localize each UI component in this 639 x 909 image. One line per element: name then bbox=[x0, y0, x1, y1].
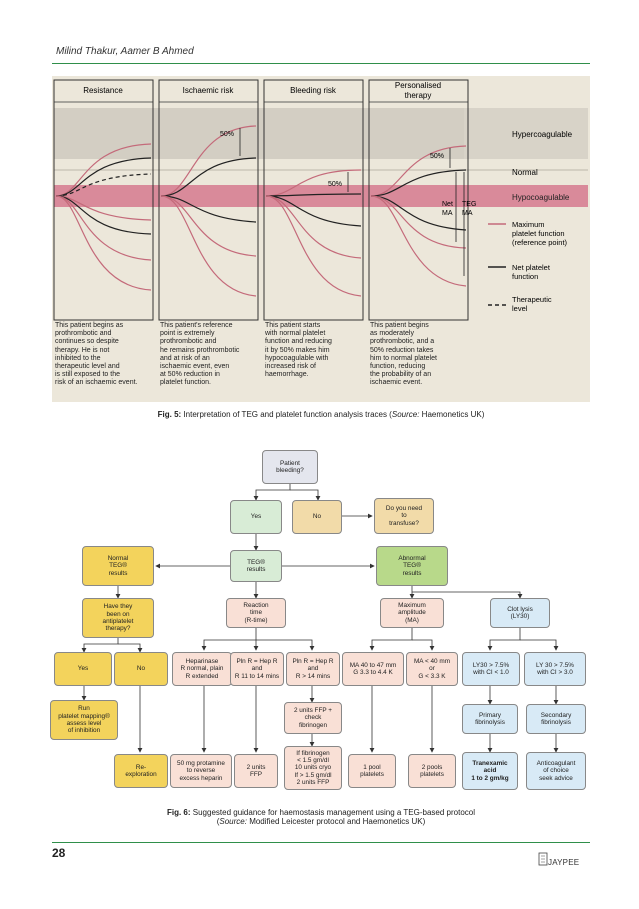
node-patient-bleeding: Patient bleeding? bbox=[262, 450, 318, 484]
footer-rule bbox=[52, 842, 590, 843]
node-ly30-ci-low: LY30 > 7.5% with CI < 1.0 bbox=[462, 652, 520, 686]
legend-net-2: function bbox=[512, 272, 538, 281]
panel-title-bleeding: Bleeding risk bbox=[290, 86, 337, 95]
figure-5: Resistance Ischaemic risk Bleeding risk … bbox=[52, 76, 590, 402]
node-ma-40-47: MA 40 to 47 mm G 3.3 to 4.4 K bbox=[342, 652, 404, 686]
node-normal-teg: Normal TEG® results bbox=[82, 546, 154, 586]
pct-label-ischaemic: 50% bbox=[220, 131, 234, 138]
node-pln-r-11-14: Pln R = Hep R and R 11 to 14 mins bbox=[230, 652, 284, 686]
fig5-caption: Fig. 5: Interpretation of TEG and platel… bbox=[52, 410, 590, 419]
node-max-amplitude: Maximum amplitude (MA) bbox=[380, 598, 444, 628]
fig6-caption-text: Suggested guidance for haemostasis manag… bbox=[192, 808, 476, 817]
fig6-caption-label: Fig. 6: bbox=[166, 808, 191, 817]
node-yes-antiplatelet: Yes bbox=[54, 652, 112, 686]
fig5-caption-text: Interpretation of TEG and platelet funct… bbox=[183, 410, 392, 419]
node-platelet-mapping: Run platelet mapping® assess level of in… bbox=[50, 700, 118, 740]
panel-title-personalised-1: Personalised bbox=[395, 81, 441, 90]
zone-hyper-label: Hypercoagulable bbox=[512, 130, 573, 139]
net-ma-label-2: MA bbox=[442, 210, 453, 217]
publisher-logo-icon bbox=[538, 852, 548, 866]
node-ma-under-40: MA < 40 mm or G < 3.3 K bbox=[406, 652, 458, 686]
node-abnormal-teg: Abnormal TEG® results bbox=[376, 546, 448, 586]
teg-ma-label: TEG bbox=[462, 201, 476, 208]
node-protamine: 50 mg protamine to reverse excess hepari… bbox=[170, 754, 232, 788]
node-antiplatelet: Have they been on antiplatelet therapy? bbox=[82, 598, 154, 638]
node-heparinase: Heparinase R normal, plain R extended bbox=[172, 652, 232, 686]
legend-ther-1: Therapeutic bbox=[512, 295, 552, 304]
running-head-authors: Milind Thakur, Aamer B Ahmed bbox=[56, 46, 194, 57]
node-transfuse: Do you need to transfuse? bbox=[374, 498, 434, 534]
panel-title-personalised-2: therapy bbox=[405, 91, 432, 100]
node-ffp-check-fibrinogen: 2 units FFP + check fibrinogen bbox=[284, 702, 342, 734]
node-anticoagulant: Anticoagulant of choice seek advice bbox=[526, 752, 586, 790]
fig6-caption-source: Modified Leicester protocol and Haemonet… bbox=[249, 817, 426, 826]
description-personalised: This patient begins as moderately prothr… bbox=[370, 322, 437, 387]
hyper-band-legend bbox=[464, 108, 588, 159]
header-rule bbox=[52, 63, 590, 64]
node-re-exploration: Re- exploration bbox=[114, 754, 168, 788]
legend-net-1: Net platelet bbox=[512, 263, 551, 272]
teg-ma-label-2: MA bbox=[462, 210, 473, 217]
fig5-caption-label: Fig. 5: bbox=[157, 410, 182, 419]
legend-ther-2: level bbox=[512, 304, 528, 313]
node-tranexamic-acid: Tranexamic acid 1 to 2 gm/kg bbox=[462, 752, 518, 790]
node-primary-fibrinolysis: Primary fibrinolysis bbox=[462, 704, 518, 734]
fig5-caption-source: Haemonetics UK) bbox=[421, 410, 485, 419]
node-reaction-time: Reaction time (R-time) bbox=[226, 598, 286, 628]
fig6-caption-source-label: Source: bbox=[219, 817, 247, 826]
legend-max-1: Maximum bbox=[512, 220, 545, 229]
node-no-antiplatelet: No bbox=[114, 652, 168, 686]
node-yes: Yes bbox=[230, 500, 282, 534]
legend-max-3: (reference point) bbox=[512, 238, 568, 247]
hyper-band bbox=[54, 108, 464, 159]
fig6-caption-paren: ( bbox=[216, 817, 220, 826]
pct-label-personalised: 50% bbox=[430, 153, 444, 160]
pct-label-bleeding: 50% bbox=[328, 181, 342, 188]
description-ischaemic: This patient's reference point is extrem… bbox=[160, 322, 240, 387]
node-pln-r-14: Pln R = Hep R and R > 14 mins bbox=[286, 652, 340, 686]
zone-hypo-label: Hypocoagulable bbox=[512, 193, 570, 202]
node-teg-results: TEG® results bbox=[230, 550, 282, 582]
node-1-pool-platelets: 1 pool platelets bbox=[348, 754, 396, 788]
node-ly30-ci-high: LY 30 > 7.5% with CI > 3.0 bbox=[524, 652, 586, 686]
node-secondary-fibrinolysis: Secondary fibrinolysis bbox=[526, 704, 586, 734]
panel-title-resistance: Resistance bbox=[83, 86, 123, 95]
node-ffp-2-units: 2 units FFP bbox=[234, 754, 278, 788]
net-ma-label: Net bbox=[442, 201, 453, 208]
node-clot-lysis: Clot lysis (LY30) bbox=[490, 598, 550, 628]
panel-title-ischaemic: Ischaemic risk bbox=[183, 86, 235, 95]
page-number: 28 bbox=[52, 846, 66, 860]
node-fibrinogen-dosing: If fibrinogen < 1.5 gm/dl 10 units cryo … bbox=[284, 746, 342, 790]
publisher-name: JAYPEE bbox=[548, 858, 580, 867]
fig5-diagram: Resistance Ischaemic risk Bleeding risk … bbox=[53, 79, 588, 321]
zone-normal-label: Normal bbox=[512, 168, 538, 177]
legend-max-2: platelet function bbox=[512, 229, 565, 238]
hypo-band bbox=[54, 185, 588, 207]
fig6-caption: Fig. 6: Suggested guidance for haemostas… bbox=[52, 808, 590, 826]
node-no: No bbox=[292, 500, 342, 534]
description-resistance: This patient begins as prothrombotic and… bbox=[55, 322, 138, 387]
fig5-caption-source-label: Source: bbox=[391, 410, 420, 419]
node-2-pools-platelets: 2 pools platelets bbox=[408, 754, 456, 788]
description-bleeding: This patient starts with normal platelet… bbox=[265, 322, 332, 379]
